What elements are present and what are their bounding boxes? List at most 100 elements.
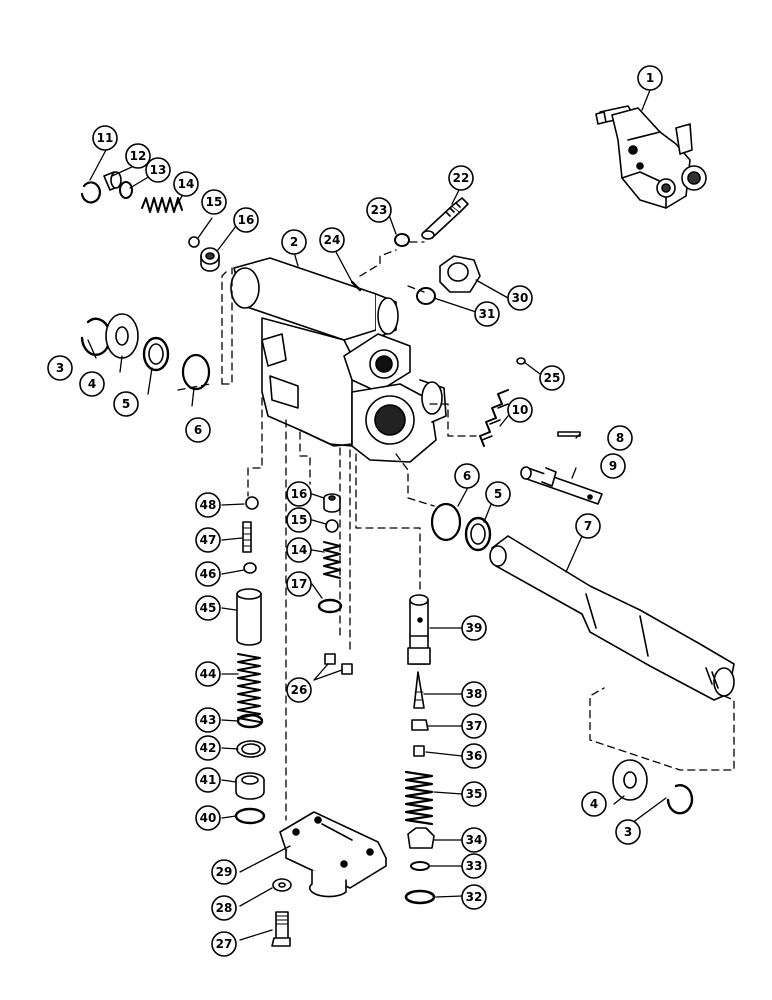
- callout-label: 3: [56, 361, 64, 375]
- callout-c40: 40: [195, 805, 221, 831]
- callout-label: 4: [590, 797, 598, 811]
- callout-label: 35: [466, 787, 483, 801]
- callout-circle: [474, 301, 500, 327]
- callout-circle: [195, 595, 221, 621]
- callout-circle: [461, 853, 487, 879]
- callout-circle: [448, 165, 474, 191]
- callout-circle: [600, 453, 626, 479]
- callout-c28: 28: [211, 895, 237, 921]
- part-32-o-ring: [404, 889, 436, 905]
- callout-c8: 8: [607, 425, 633, 451]
- part-29-cover-plate: [279, 811, 387, 898]
- part-1-valve-assembly: [595, 105, 707, 209]
- callout-circle: [286, 507, 312, 533]
- callout-c31: 31: [474, 301, 500, 327]
- part-22-shaft: [421, 197, 469, 240]
- callout-label: 2: [290, 235, 298, 249]
- callout-label: 31: [479, 307, 496, 321]
- callout-label: 12: [130, 149, 147, 163]
- part-4-washer-left: [105, 313, 139, 359]
- callout-circle: [195, 767, 221, 793]
- callout-label: 13: [150, 163, 167, 177]
- callout-circle: [233, 207, 259, 233]
- part-7-shaft: [489, 535, 735, 701]
- callout-circle: [615, 819, 641, 845]
- callout-c43: 43: [195, 707, 221, 733]
- callout-label: 6: [463, 469, 471, 483]
- callout-circle: [575, 513, 601, 539]
- callout-label: 45: [200, 601, 217, 615]
- part-23-o-ring: [394, 233, 410, 247]
- leader-lines: [87, 89, 667, 941]
- callout-label: 5: [122, 397, 130, 411]
- callout-c3b: 3: [615, 819, 641, 845]
- part-38-needle: [413, 671, 425, 709]
- callout-c1: 1: [637, 65, 663, 91]
- part-12-plug: [103, 171, 122, 191]
- callout-circle: [195, 561, 221, 587]
- callout-label: 26: [291, 683, 308, 697]
- callout-c5a: 5: [113, 391, 139, 417]
- callout-c6a: 6: [185, 417, 211, 443]
- part-36-seat: [413, 745, 425, 757]
- part-6-o-ring-right: [430, 502, 462, 542]
- callout-c33: 33: [461, 853, 487, 879]
- callout-circle: [281, 229, 307, 255]
- callout-circle: [145, 157, 171, 183]
- callout-circle: [461, 827, 487, 853]
- callout-c29: 29: [211, 859, 237, 885]
- callout-c26: 26: [286, 677, 312, 703]
- callout-circle: [195, 527, 221, 553]
- callout-c11: 11: [92, 125, 118, 151]
- callout-c7: 7: [575, 513, 601, 539]
- callout-circle: [461, 681, 487, 707]
- callout-label: 9: [609, 459, 617, 473]
- assembly-lines: [177, 241, 735, 821]
- part-15-ball-mid: [325, 519, 339, 533]
- callout-circle: [581, 791, 607, 817]
- callout-circle: [195, 735, 221, 761]
- part-30-plug: [439, 255, 481, 293]
- callout-c41: 41: [195, 767, 221, 793]
- part-28-washer: [272, 878, 292, 892]
- callout-c4a: 4: [79, 371, 105, 397]
- callout-c45: 45: [195, 595, 221, 621]
- part-4-washer-right: [612, 759, 648, 801]
- callout-circle: [461, 713, 487, 739]
- callout-label: 46: [200, 567, 217, 581]
- callout-label: 6: [194, 423, 202, 437]
- callout-c30: 30: [507, 285, 533, 311]
- callout-circle: [366, 197, 392, 223]
- callout-circle: [461, 743, 487, 769]
- callout-c12: 12: [125, 143, 151, 169]
- part-45-sleeve: [236, 588, 262, 646]
- part-46-plug: [243, 562, 257, 574]
- part-15-ball-top: [188, 236, 200, 248]
- part-17-o-ring: [317, 598, 343, 614]
- callout-circle: [319, 227, 345, 253]
- part-34-nut: [407, 827, 435, 849]
- callout-c15a: 15: [201, 189, 227, 215]
- callout-circle: [195, 805, 221, 831]
- callout-circle: [286, 537, 312, 563]
- callout-c14a: 14: [173, 171, 199, 197]
- callout-circle: [195, 707, 221, 733]
- callout-label: 38: [466, 687, 483, 701]
- callout-c38: 38: [461, 681, 487, 707]
- callout-label: 16: [238, 213, 255, 227]
- part-24-roll-pin: [350, 280, 362, 292]
- callout-circle: [195, 661, 221, 687]
- callout-label: 32: [466, 890, 483, 904]
- callout-circle: [286, 677, 312, 703]
- callout-circle: [211, 859, 237, 885]
- callout-label: 42: [200, 741, 217, 755]
- callout-label: 41: [200, 773, 217, 787]
- callout-label: 36: [466, 749, 483, 763]
- part-16-seat-mid: [323, 493, 341, 513]
- part-26-plugs: [324, 653, 353, 675]
- callout-circle: [286, 481, 312, 507]
- part-11-retaining-ring: [80, 181, 101, 204]
- callout-c5b: 5: [485, 481, 511, 507]
